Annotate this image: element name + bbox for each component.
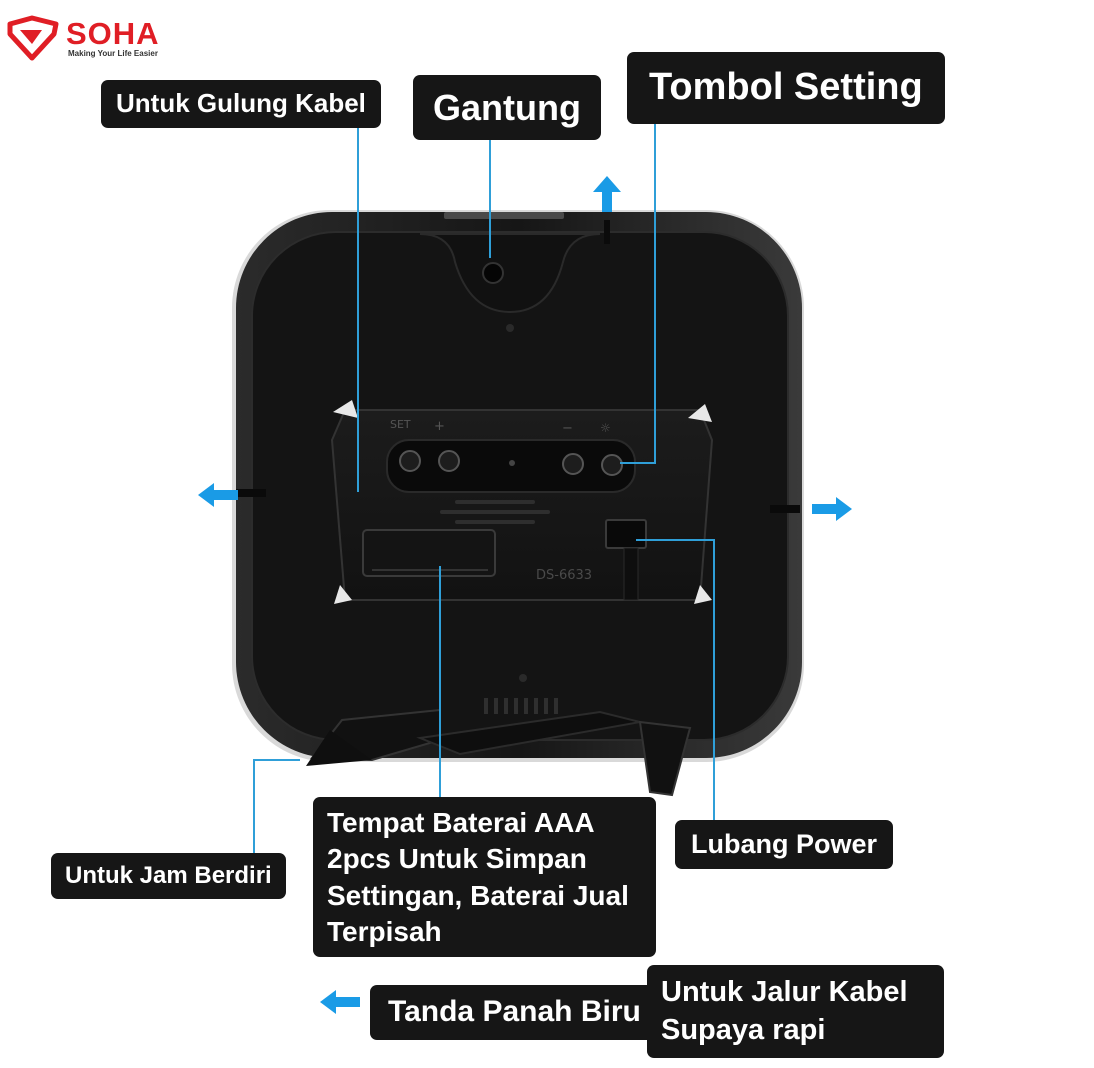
blue-arrow-left: [198, 483, 238, 507]
label-cable-route: Untuk Jalur Kabel Supaya rapi: [647, 965, 944, 1059]
top-vent: [444, 212, 564, 219]
blue-arrow-legend: [320, 990, 360, 1014]
label-setting-button: Tombol Setting: [627, 52, 945, 124]
hang-hole: [482, 262, 504, 284]
label-cable-wrap: Untuk Gulung Kabel: [101, 80, 381, 128]
svg-text:☼: ☼: [600, 421, 611, 435]
leader-lines: [253, 124, 715, 853]
blue-arrow-right: [812, 497, 852, 521]
svg-text:+: +: [434, 419, 445, 434]
power-socket: [605, 519, 647, 549]
hang-notch: [419, 233, 601, 314]
label-blue-arrow: Tanda Panah Biru: [370, 985, 659, 1040]
svg-text:SET: SET: [390, 418, 411, 431]
soha-logo-icon: [7, 15, 59, 61]
blue-arrow-up: [593, 176, 621, 212]
logo-name: SOHA: [66, 16, 160, 51]
label-hang: Gantung: [413, 75, 601, 141]
stand-legs: [306, 708, 692, 797]
model-number: DS-6633: [536, 568, 592, 583]
svg-text:−: −: [562, 421, 573, 436]
speaker-grille: [440, 500, 550, 524]
battery-compartment: [362, 529, 496, 577]
logo-tagline: Making Your Life Easier: [68, 49, 158, 58]
control-module: SET + − ☼ DS-6633: [330, 400, 714, 604]
soha-logo: SOHA Making Your Life Easier: [6, 14, 176, 64]
bottom-vent: [484, 698, 558, 714]
label-battery: Tempat Baterai AAA 2pcs Untuk Simpan Set…: [313, 797, 656, 957]
label-stand: Untuk Jam Berdiri: [51, 853, 286, 899]
setting-buttons: [399, 450, 623, 476]
label-power: Lubang Power: [675, 820, 894, 870]
